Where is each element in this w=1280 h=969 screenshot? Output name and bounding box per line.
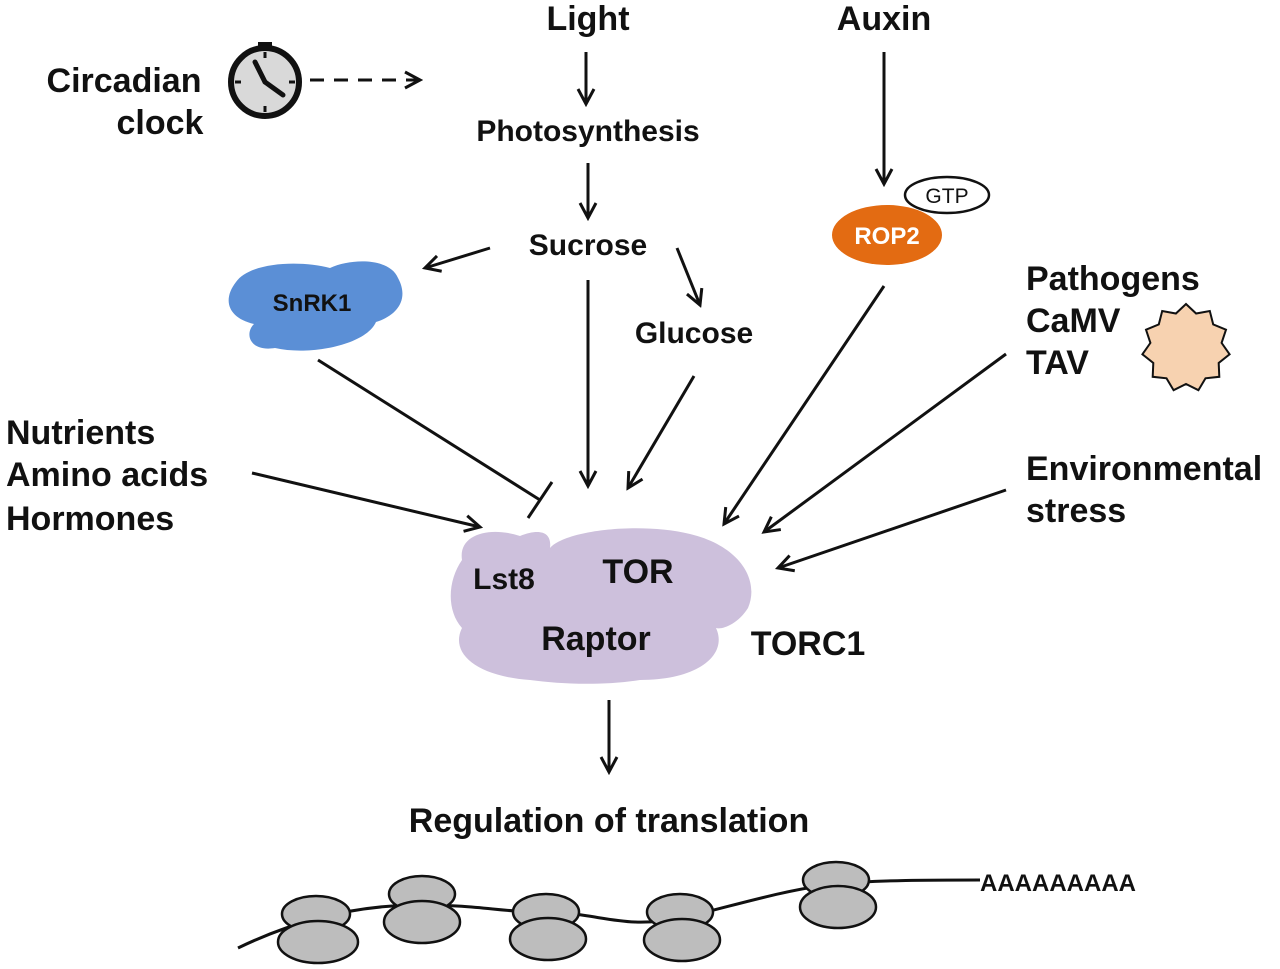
circadian-label-line1: Circadian	[47, 62, 202, 100]
light-label: Light	[546, 0, 629, 38]
snrk1-node: SnRK1	[228, 261, 403, 351]
amino-acids-label: Amino acids	[6, 456, 208, 494]
snrk1-shape	[228, 261, 403, 351]
rop2-node: ROP2 GTP	[832, 175, 991, 265]
torc1-label: TORC1	[751, 625, 866, 663]
nutrients-label: Nutrients	[6, 414, 155, 452]
hormones-label: Hormones	[6, 500, 174, 538]
ribosome-5	[798, 860, 878, 930]
raptor-label: Raptor	[541, 620, 651, 658]
nutrients-arrow	[251, 471, 480, 527]
tor-label: TOR	[602, 553, 673, 591]
lst8-label: Lst8	[473, 563, 535, 596]
ribosome-3	[508, 892, 588, 962]
gtp-badge	[903, 175, 991, 215]
environmental-label: Environmental	[1026, 450, 1262, 488]
sucrose-to-snrk1-arrow	[425, 246, 491, 268]
rop2-label: ROP2	[854, 223, 919, 250]
stress-to-tor-arrow	[778, 488, 1007, 568]
snrk1-inhibition-bar	[526, 481, 554, 519]
auxin-label: Auxin	[837, 0, 931, 38]
stress-label: stress	[1026, 492, 1126, 530]
ribosome-4	[642, 892, 722, 963]
gtp-label: GTP	[925, 185, 968, 208]
ribosome-1	[276, 894, 360, 965]
snrk1-label: SnRK1	[273, 290, 352, 317]
pathogens-to-tor-arrow	[764, 352, 1007, 532]
torc1-shape	[450, 528, 752, 684]
photosynthesis-label: Photosynthesis	[476, 115, 699, 148]
sucrose-to-glucose-arrow	[675, 247, 700, 305]
torc1-complex: Lst8 TOR Raptor TORC1	[450, 528, 866, 684]
camv-label: CaMV	[1026, 302, 1121, 340]
tav-label: TAV	[1026, 344, 1089, 382]
pathogen-icon	[1141, 302, 1231, 392]
glucose-to-tor-arrow	[628, 375, 696, 488]
ribosome-2	[382, 874, 462, 945]
rop2-to-tor-arrow	[724, 285, 886, 524]
clock-icon	[228, 42, 302, 119]
regulation-label: Regulation of translation	[409, 802, 809, 840]
circadian-label-line2: clock	[117, 104, 204, 142]
polya-tail: AAAAAAAAA	[980, 870, 1136, 897]
ribosomes	[276, 860, 878, 965]
sucrose-label: Sucrose	[529, 229, 647, 262]
pathogens-label: Pathogens	[1026, 260, 1200, 298]
snrk1-inhibition-line	[317, 358, 541, 502]
glucose-label: Glucose	[635, 317, 753, 350]
